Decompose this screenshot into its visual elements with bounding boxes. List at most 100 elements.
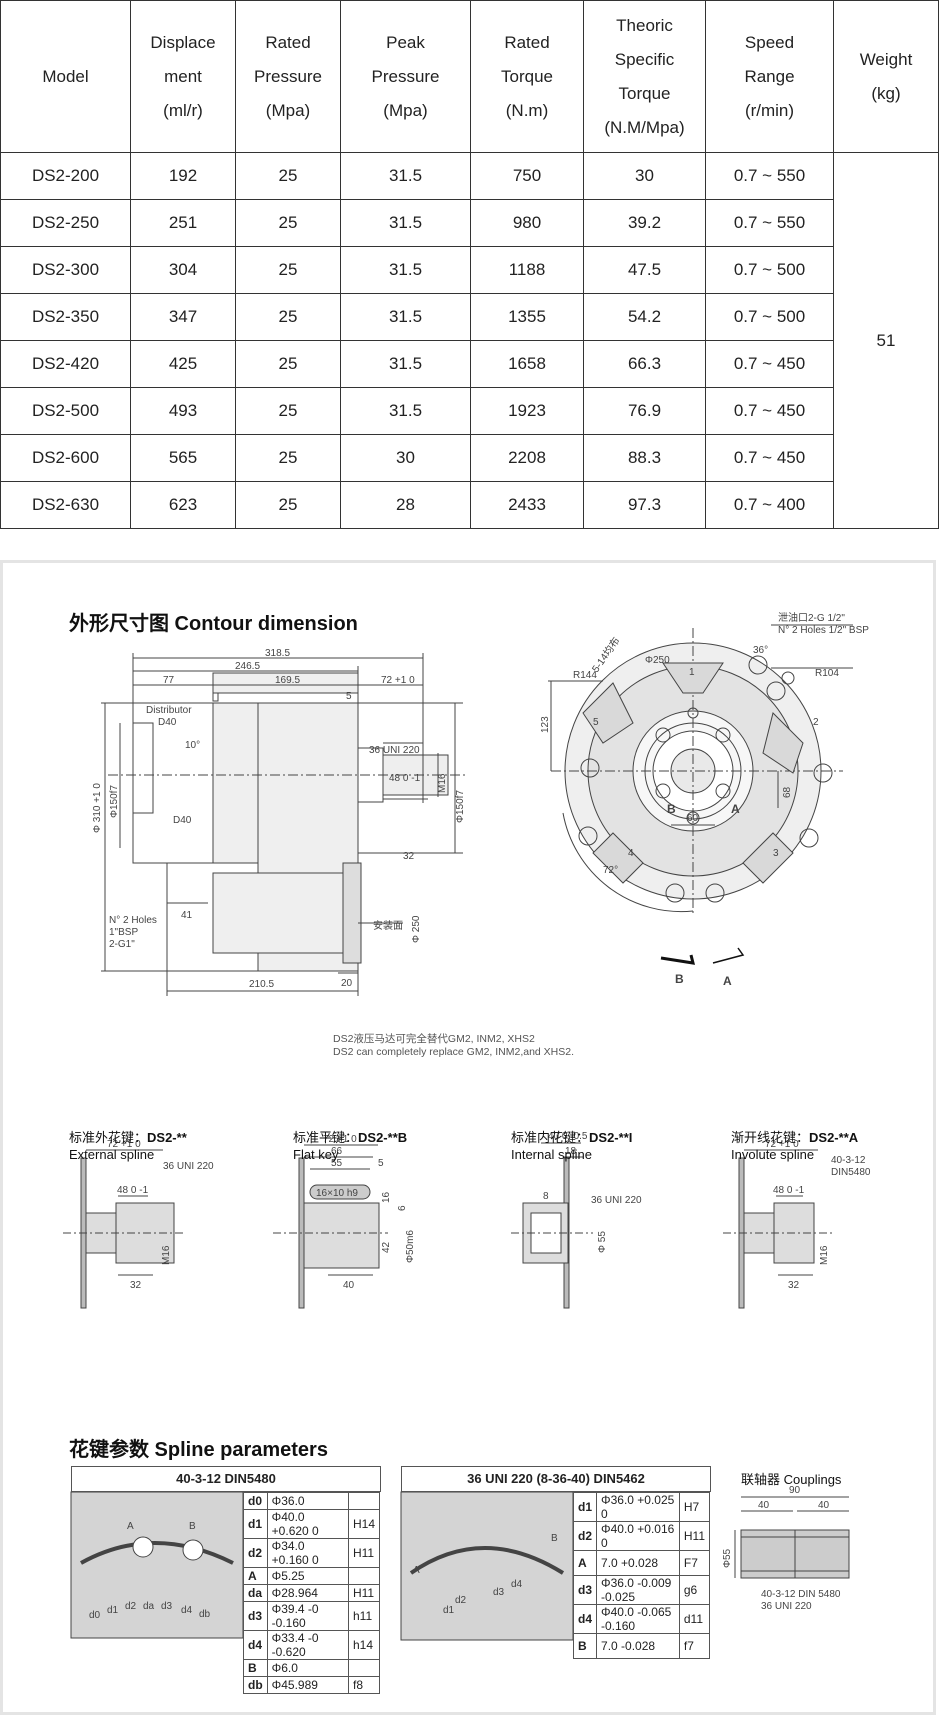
motor-body-rear: [212, 702, 259, 864]
spec-cell: 88.3: [583, 434, 706, 482]
spec-cell: 2208: [470, 434, 584, 482]
dim-36deg: 36°: [753, 645, 768, 656]
lobe-2: 2: [813, 717, 819, 728]
spline-cell: d2: [572, 1521, 598, 1551]
spline-cell: d4: [572, 1604, 598, 1634]
spec-cell: DS2-250: [0, 199, 131, 247]
spec-cell: 251: [130, 199, 236, 247]
dim-72: 72 +1 0: [381, 675, 415, 686]
header-model: Model: [0, 0, 131, 153]
coupling-dim-40b: 40: [818, 1500, 830, 1511]
flat-key-size: 16×10 h9: [316, 1188, 358, 1199]
spline-table1-header: 40-3-12 DIN5480: [71, 1466, 381, 1492]
spline-cell: Φ40.0 +0.620 0: [266, 1509, 349, 1539]
spec-cell: 25: [235, 434, 341, 482]
spec-cell: 30: [340, 434, 471, 482]
int-dim-phi55: Φ 55: [597, 1231, 608, 1253]
spec-cell: 1923: [470, 387, 584, 435]
replacement-note-en: DS2 can completely replace GM2, INM2,and…: [333, 1046, 575, 1058]
ext-dim-uni: 36 UNI 220: [163, 1161, 214, 1172]
spec-cell: DS2-200: [0, 152, 131, 200]
spline-cell: Φ45.989: [266, 1676, 349, 1694]
header-weight: Weight(kg): [833, 0, 939, 153]
spec-cell: 0.7 ~ 450: [705, 387, 834, 435]
sp2-label-d4: d4: [511, 1579, 523, 1590]
spec-cell: 1658: [470, 340, 584, 388]
dim-318: 318.5: [265, 648, 290, 659]
weight-cell: 51: [833, 152, 939, 529]
lobe-4: 4: [628, 848, 634, 859]
inv-dim-72: 72 +1 0: [765, 1139, 799, 1150]
spec-cell: 31.5: [340, 199, 471, 247]
dim-m16: M16: [437, 773, 448, 793]
dim-77: 77: [163, 675, 175, 686]
spline-cell: g6: [678, 1575, 711, 1605]
dim-123: 123: [540, 716, 551, 733]
spec-cell: 31.5: [340, 293, 471, 341]
replacement-note-cn: DS2液压马达可完全替代GM2, INM2, XHS2: [333, 1033, 535, 1045]
spec-cell: 31.5: [340, 152, 471, 200]
spec-cell: 31.5: [340, 340, 471, 388]
drawing-panel: 外形尺寸图 Contour dimension: [0, 560, 936, 1715]
spec-cell: DS2-600: [0, 434, 131, 482]
spline-cell: f8: [347, 1676, 381, 1694]
spec-cell: 25: [235, 387, 341, 435]
int-dim-40: 40 0 -0.5: [548, 1131, 588, 1142]
inv-dim-48: 48 0 -1: [773, 1185, 805, 1196]
spec-cell: 31.5: [340, 387, 471, 435]
inv-dim-m16: M16: [819, 1245, 830, 1265]
dim-41: 41: [181, 910, 193, 921]
spec-cell: 25: [235, 246, 341, 294]
dim-60: 60: [687, 813, 699, 824]
spec-cell: 347: [130, 293, 236, 341]
spline-cell: Φ5.25: [266, 1567, 349, 1585]
spline-cell: A: [572, 1550, 598, 1576]
dim-5: 5: [346, 691, 352, 702]
spec-cell: 0.7 ~ 450: [705, 340, 834, 388]
spec-cell: 0.7 ~ 500: [705, 293, 834, 341]
coupling-title: 联轴器 Couplings: [741, 1472, 842, 1487]
sp1-label-d4: d4: [181, 1605, 193, 1616]
dim-10deg: 10°: [185, 740, 200, 751]
spline-cell: d1: [243, 1509, 268, 1539]
drain-port-label: 泄油口2-G 1/2": [778, 611, 845, 624]
spline-cell: A: [243, 1567, 268, 1585]
dim-phi150b: Φ150f7: [455, 790, 466, 823]
ext-dim-72: 72 +1 0: [107, 1139, 141, 1150]
dim-210: 210.5: [249, 979, 274, 990]
spec-cell: 750: [470, 152, 584, 200]
spline-cell: Φ34.0 +0.160 0: [266, 1538, 349, 1568]
int-dim-18: 18: [565, 1146, 577, 1157]
sp2-label-d1: d1: [443, 1605, 455, 1616]
flat-dim-42: 42: [381, 1241, 392, 1253]
dim-68: 68: [782, 786, 793, 798]
sp1-label-a: A: [127, 1521, 134, 1532]
spec-cell: 25: [235, 152, 341, 200]
flat-dim-16: 16: [381, 1191, 392, 1203]
sp1-label-d3: d3: [161, 1601, 173, 1612]
spec-cell: 0.7 ~ 550: [705, 199, 834, 247]
spline-cell: Φ36.0: [266, 1492, 349, 1510]
spline-cell: H11: [347, 1538, 381, 1568]
distributor-label: Distributor: [146, 705, 192, 716]
spline-cell: d11: [678, 1604, 711, 1634]
sp1-label-d2: d2: [125, 1601, 137, 1612]
drain-port-en: N° 2 Holes 1/2" BSP: [778, 625, 869, 636]
spec-cell: 980: [470, 199, 584, 247]
ext-dim-32: 32: [130, 1280, 142, 1291]
spline-cell: H14: [347, 1509, 381, 1539]
